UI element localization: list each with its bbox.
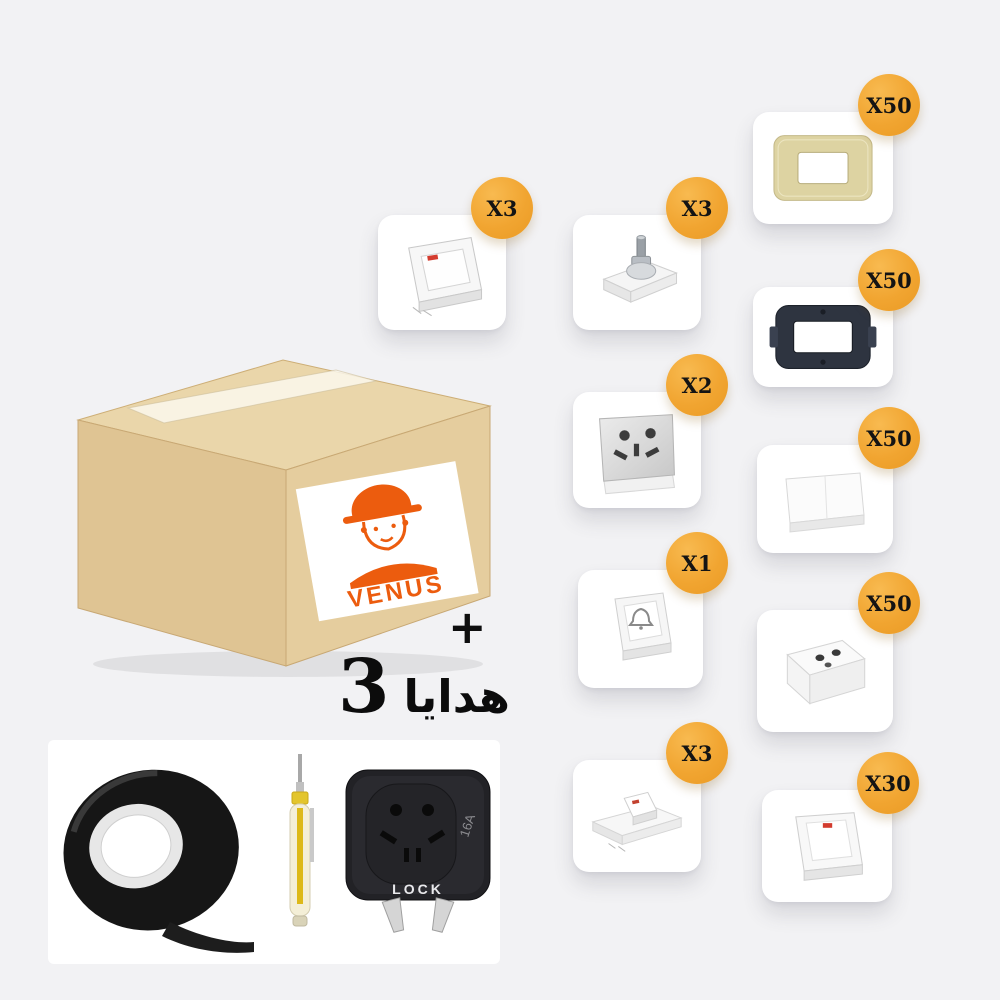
qty-badge: X1 [666,532,728,594]
qty-badge: X50 [858,249,920,311]
qty-text: X3 [486,195,518,221]
qty-badge: X3 [471,177,533,239]
qty-badge: X50 [858,572,920,634]
two-pin-socket-icon [786,639,866,705]
qty-text: X3 [681,740,713,766]
antenna-module-icon [602,234,678,303]
qty-text: X30 [865,770,911,796]
venus-box-image: VENUS [76,359,492,677]
qty-text: X3 [681,195,713,221]
gift-label-arabic: هدايا [403,670,510,723]
qty-text: X50 [866,590,912,616]
bell-switch-icon [613,592,672,661]
steel-socket-icon [599,414,676,495]
switch-red-icon [795,812,863,881]
venus-logo-icon [342,484,438,590]
gift-count: 3 [338,644,390,730]
product-card-module-switch [573,760,701,872]
qty-badge: X50 [858,74,920,136]
electrical-tape-image [63,769,254,953]
product-card-beige-frame [753,112,893,224]
travel-adapter-image: 16A LOCK [345,769,491,933]
dark-frame-icon [769,305,877,369]
box-tape-strip [126,369,377,424]
adapter-brand-text: LOCK [392,881,444,897]
qty-badge: X3 [666,722,728,784]
qty-text: X2 [681,372,713,398]
qty-text: X1 [681,550,713,576]
qty-text: X50 [866,92,912,118]
product-card-antenna [573,215,701,330]
plus-sign: + [448,600,487,654]
blank-module-icon [785,472,865,533]
qty-badge: X50 [858,407,920,469]
voltage-tester-image [289,754,314,927]
qty-text: X50 [866,425,912,451]
adapter-amp-text: 16A [457,812,479,839]
qty-badge: X2 [666,354,728,416]
qty-badge: X30 [857,752,919,814]
switch-indicator-icon [408,236,483,316]
module-switch-icon [591,791,683,852]
venus-label: VENUS [295,461,479,622]
qty-text: X50 [866,267,912,293]
qty-badge: X3 [666,177,728,239]
product-card-two-pin-socket [757,610,893,732]
gifts-headline: 3 هدايا [338,650,510,724]
beige-frame-icon [773,135,873,201]
product-card-dark-frame [753,287,893,387]
gifts-panel: 16A LOCK [48,740,500,964]
